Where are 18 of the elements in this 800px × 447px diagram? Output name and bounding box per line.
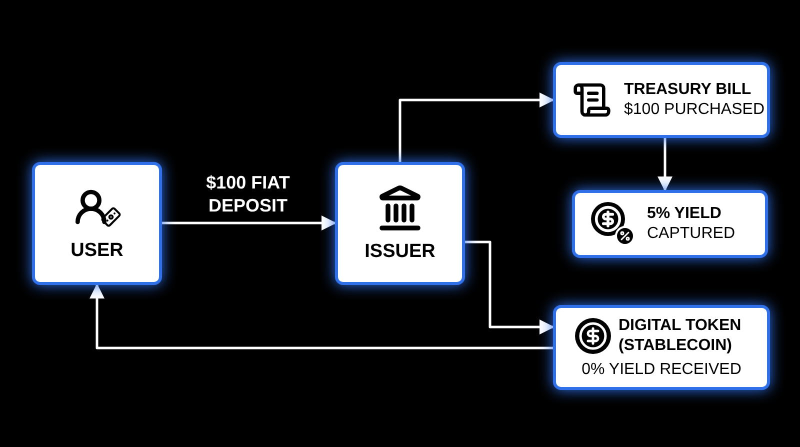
arrow (658, 138, 672, 192)
process-box (553, 62, 770, 138)
arrow (90, 284, 553, 350)
node-title: ISSUER (364, 240, 436, 264)
node-subtitle: $100 PURCHASED (624, 100, 764, 120)
arrow (398, 92, 554, 162)
node-title: USER (70, 238, 124, 262)
arrow (162, 216, 336, 230)
node-title: DIGITAL TOKEN (STABLECOIN) (618, 316, 742, 356)
node-title: TREASURY BILL (624, 80, 752, 100)
node-subtitle: CAPTURED (647, 224, 736, 244)
process-box (32, 162, 162, 285)
process-box (572, 190, 768, 258)
arrow (465, 240, 554, 334)
node-subtitle: 0% YIELD RECEIVED (582, 360, 742, 380)
process-box (553, 305, 770, 390)
process-box (335, 162, 465, 285)
node-title: 5% YIELD (647, 204, 722, 224)
